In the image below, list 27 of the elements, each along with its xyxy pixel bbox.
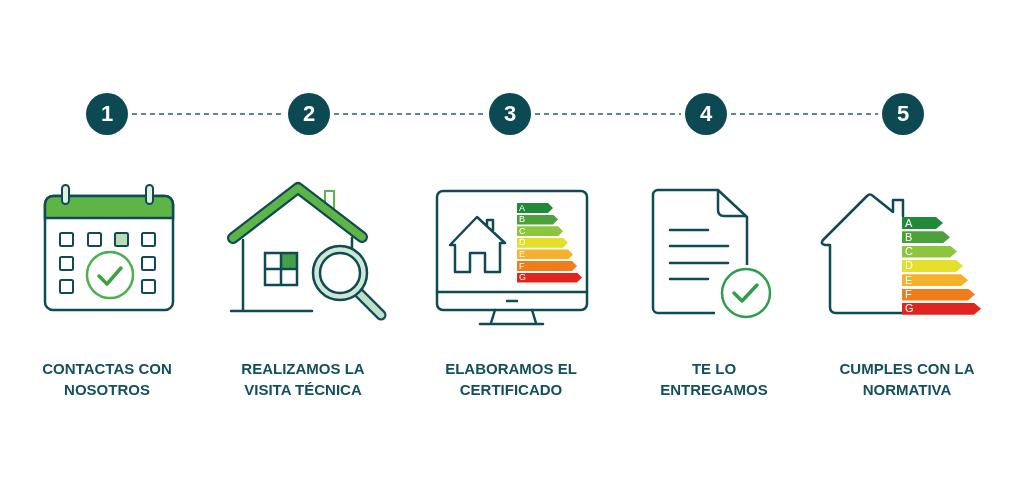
step-caption: REALIZAMOS LA VISITA TÉCNICA (240, 359, 366, 400)
energy-class-bar: B (517, 214, 558, 225)
energy-class-bar: E (902, 274, 968, 287)
energy-class-bar: G (902, 302, 981, 315)
energy-class-bar: B (902, 231, 950, 244)
energy-class-bar: A (517, 203, 553, 213)
energy-class-bar: G (517, 272, 582, 283)
step-number-badge: 3 (489, 93, 531, 135)
energy-class-bar: F (517, 261, 577, 271)
step-number-badge: 1 (86, 93, 128, 135)
step-caption: ELABORAMOS EL CERTIFICADO (444, 359, 578, 400)
step-number-badge: 5 (882, 93, 924, 135)
dashed-connector (730, 113, 879, 115)
step-number-badge: 2 (288, 93, 330, 135)
step-caption: CONTACTAS CON NOSOTROS (41, 359, 173, 400)
energy-class-bar: A (902, 217, 943, 229)
energy-class-bar: D (902, 259, 963, 272)
energy-class-bar: F (902, 288, 975, 301)
dashed-connector (534, 113, 682, 115)
step-number-badge: 4 (685, 93, 727, 135)
dashed-connector (333, 113, 486, 115)
energy-class-bar: D (517, 237, 568, 248)
step-caption: TE LO ENTREGAMOS (659, 359, 769, 400)
step-caption: CUMPLES CON LA NORMATIVA (838, 359, 976, 400)
energy-class-bar: C (517, 226, 563, 237)
energy-class-bar: C (902, 245, 957, 258)
energy-class-bar: E (517, 249, 573, 260)
